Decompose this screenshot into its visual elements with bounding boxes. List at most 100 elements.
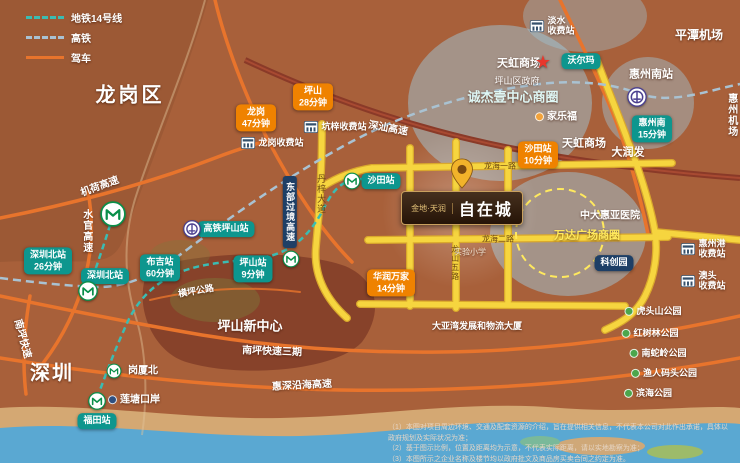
legend-label: 驾车: [71, 54, 91, 65]
longhai-2nd-road-label: 龙海二路: [482, 234, 514, 244]
wanda-plaza-cbd-label: 万达广场商圈: [554, 229, 620, 242]
kengzi-toll-label: 坑梓收费站: [303, 121, 367, 134]
gangxiabei-station-label: 岗厦北: [128, 365, 158, 377]
nansheling-park-label: 南蛇岭公园: [629, 348, 687, 358]
nanping-expressway-label: 南坪快速: [11, 318, 33, 360]
rainbow-mall-north-label: 天虹商场: [497, 57, 541, 70]
nanping-phase3-label: 南坪快速三期: [241, 345, 303, 359]
drive-line-sample: [26, 56, 64, 59]
longshan-5th-road-label: 龙山五路: [450, 245, 460, 281]
map-legend: 地铁14号线 高铁 驾车: [26, 10, 122, 65]
rt-mart-label: 大润发: [611, 146, 645, 159]
island: [555, 437, 645, 455]
kechuangyuan-badge: 科创园: [594, 255, 634, 271]
longgang-toll-label: 龙岗收费站: [240, 137, 304, 150]
project-marker: 金地·天润 自在城: [401, 158, 523, 225]
danshui-circle: [523, 0, 647, 52]
fisherman-wharf-park-label: 渔人码头公园: [630, 368, 697, 378]
shenzhen-north-station-badge: 深圳北站: [80, 268, 130, 284]
disclaimer-line: （2）基于图示比例，位置及距离均为示意，不代表实际距离，请以实地勘察为准；: [388, 445, 644, 452]
hsr-line-sample: [26, 36, 64, 39]
pingshan-new-center-zone: [142, 254, 376, 371]
metro-icon: [343, 172, 361, 190]
danzi-avenue-label: 丹梓大道: [316, 174, 327, 214]
longgang-region: [0, 0, 208, 262]
rail-icon: [627, 87, 647, 107]
metro-icon: [100, 201, 126, 227]
project-pin-icon: [451, 158, 473, 189]
chengjie-center-cbd-label: 诚杰壹中心商圈: [467, 89, 559, 105]
legend-label: 高铁: [71, 34, 91, 45]
futian-station-badge: 福田站: [77, 413, 117, 429]
water-area: [0, 421, 740, 463]
hutoushan-park-label: 虎头山公园: [624, 306, 682, 316]
binhai-park-label: 滨海公园: [623, 388, 672, 398]
toll-gate-icon: [529, 20, 545, 32]
hengping-road-label: 横坪公路: [177, 282, 215, 299]
metro-icon: [106, 363, 122, 379]
longgang-district-label: 龙岗区: [95, 84, 165, 107]
disclaimer-line: （3）本图所示之企业名称及楼节均以政府批文及商品房买卖合同之约定为准。: [388, 455, 630, 463]
pingshan-new-center-label: 坪山新中心: [217, 318, 283, 334]
zhongda-huiya-hospital-label: 中大惠亚医院: [580, 210, 640, 222]
metro-icon: [100, 201, 126, 227]
legend-label: 地铁14号线: [71, 14, 123, 25]
project-logo: 金地·天润 自在城: [401, 191, 523, 225]
danshui-toll-label: 淡水收费站: [529, 16, 575, 37]
huizhou-port-toll-label: 惠州港收费站: [680, 239, 726, 260]
project-brand: 金地·天润: [411, 202, 453, 214]
shiyan-school-label: 实验小学: [454, 247, 486, 257]
island: [647, 445, 703, 459]
carrefour-label: 家乐福: [535, 111, 577, 123]
legend-row-drive: 驾车: [26, 50, 122, 65]
liantang-port-label: 莲塘口岸: [108, 394, 160, 406]
toll-gate-icon: [680, 243, 696, 255]
metro-icon: [343, 172, 361, 190]
aotou-toll-label: 澳头收费站: [680, 271, 726, 292]
metro-icon: [282, 250, 300, 268]
dayawan-logistics-tower-label: 大亚湾发展和物流大厦: [431, 320, 523, 331]
metro-icon: [282, 250, 300, 268]
pingtan-airport-label: 平潭机场: [674, 28, 724, 43]
shuiguan-expressway-label: 水官高速: [80, 209, 92, 253]
jihe-expressway-label: 机荷高速: [79, 174, 121, 199]
tianhong-star-icon: ★: [534, 52, 552, 72]
toll-gate-icon: [680, 275, 696, 287]
island: [520, 436, 560, 448]
walmart-badge: 沃尔玛: [561, 53, 601, 69]
legend-row-metro: 地铁14号线: [26, 10, 122, 25]
toll-gate-icon: [240, 137, 256, 149]
metro-icon: [78, 281, 98, 301]
metro-icon: [88, 392, 106, 410]
metro-line-sample: [26, 16, 64, 19]
huizhou-south-station-label: 惠州南站: [629, 68, 673, 81]
rainbow-mall-label: 天虹商场: [562, 137, 606, 150]
wanda-circle-outline: [515, 188, 605, 278]
legend-row-rail: 高铁: [26, 30, 122, 45]
pingshan-government-label: 坪山区政府: [494, 75, 540, 86]
project-name: 自在城: [458, 202, 513, 219]
toll-gate-icon: [303, 121, 319, 133]
rail-icon: [183, 220, 201, 238]
driving-roads: [0, 0, 740, 396]
hsr-pingshan-station-badge: 高铁坪山站: [197, 221, 255, 237]
metro-icon: [88, 392, 106, 410]
rail-icon: [183, 220, 201, 238]
huizhou-airport-label: 惠州机场: [725, 93, 737, 137]
disclaimer-line: （1）本图对项目周边环境、交通及配套资源的介绍，旨在提供相关信息，不代表本公司对…: [388, 424, 728, 442]
district-boundary: [125, 0, 206, 436]
shenzhen-city-label: 深圳: [30, 362, 74, 385]
longhai-1st-road-label: 龙海一路: [484, 161, 516, 171]
